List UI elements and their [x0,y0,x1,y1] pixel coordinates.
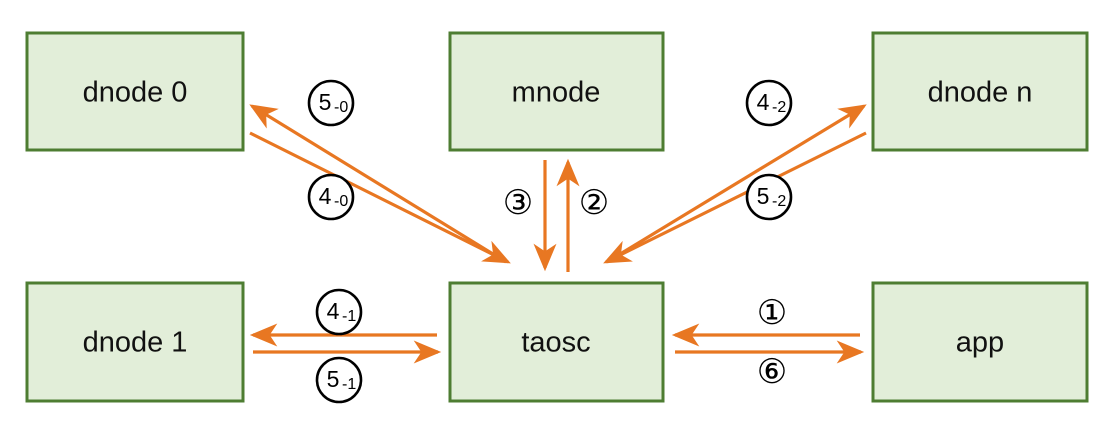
badge-glyph-label: ⑥ [757,352,787,392]
node-box-rect [25,281,245,403]
badge-sub-label: -1 [342,376,356,393]
arrow-5-2[interactable] [603,131,867,264]
badge-3: ③ [503,183,533,223]
badge-sub-label: -0 [334,99,348,116]
badge-circle [315,356,363,404]
node-taosc[interactable]: taosc [448,281,665,403]
badge-circle [745,79,793,127]
badge-2: ② [579,183,609,223]
badge-5-1: 5 -1 [315,356,363,404]
node-dnode0[interactable]: dnode 0 [25,31,245,152]
badge-5-2: 5 -2 [745,173,793,221]
badge-sub-label: -0 [334,193,348,210]
node-box-rect [871,31,1089,152]
arrow-5-0[interactable] [249,104,507,264]
badge-4-0: 4 -0 [307,173,355,221]
badge-1: ① [757,293,787,333]
node-box-rect [871,281,1089,403]
arrow-4-0[interactable] [249,131,511,264]
badge-4-1: 4 -1 [315,288,363,336]
node-mnode[interactable]: mnode [448,31,665,152]
badge-main-label: 5 [319,89,332,115]
node-box-rect [25,31,245,152]
badge-main-label: 4 [319,183,332,209]
badge-circle [315,288,363,336]
node-label-dnoden: dnode n [928,77,1033,109]
badge-6: ⑥ [757,352,787,392]
badge-sub-label: -2 [772,193,786,210]
node-app[interactable]: app [871,281,1089,403]
badge-glyph-label: ③ [503,183,533,223]
node-box-rect [448,281,665,403]
badge-5-0: 5 -0 [307,79,355,127]
badge-main-label: 4 [757,89,770,115]
node-dnoden[interactable]: dnode n [871,31,1089,152]
node-label-app: app [956,327,1004,359]
badge-main-label: 4 [327,298,340,324]
node-box-rect [448,31,665,152]
node-label-dnode1: dnode 1 [83,327,188,359]
badge-sub-label: -1 [342,308,356,325]
arrow-4-2[interactable] [606,104,867,264]
badge-main-label: 5 [327,366,340,392]
badge-circle [307,79,355,127]
badge-glyph-label: ① [757,293,787,333]
badge-circle [307,173,355,221]
badge-circle [745,173,793,221]
node-label-mnode: mnode [512,77,601,109]
node-label-dnode0: dnode 0 [83,77,188,109]
badge-4-2: 4 -2 [745,79,793,127]
node-dnode1[interactable]: dnode 1 [25,281,245,403]
badge-sub-label: -2 [772,99,786,116]
badge-glyph-label: ② [579,183,609,223]
node-label-taosc: taosc [521,327,590,359]
badge-main-label: 5 [757,183,770,209]
